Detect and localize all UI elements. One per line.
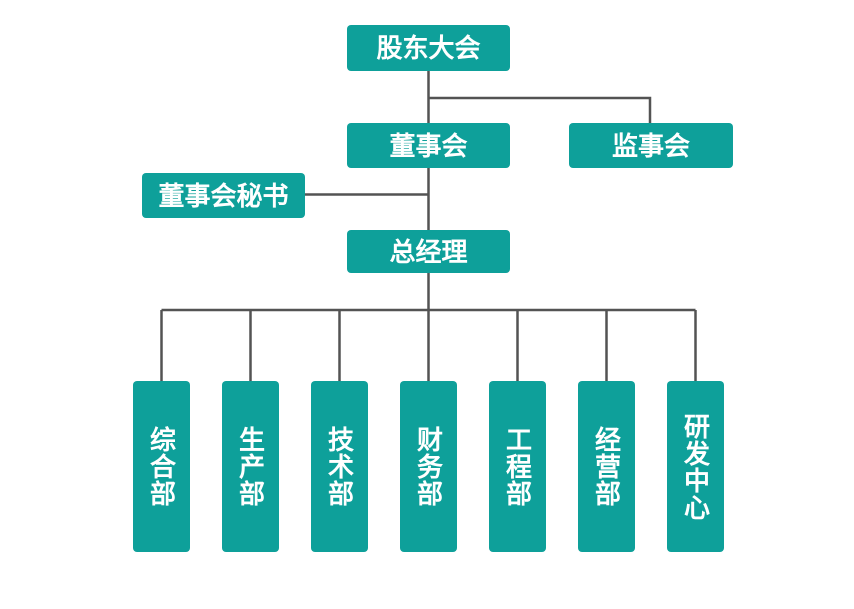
org-node-board-of-directors[interactable]: 董事会 — [347, 123, 510, 168]
org-node-label: 工程部 — [502, 426, 533, 507]
org-node-dept-engineering[interactable]: 工程部 — [489, 381, 546, 552]
org-node-dept-production[interactable]: 生产部 — [222, 381, 279, 552]
org-node-label: 总经理 — [389, 236, 468, 267]
org-node-supervisory-board[interactable]: 监事会 — [569, 123, 733, 168]
org-node-shareholders-meeting[interactable]: 股东大会 — [347, 25, 510, 71]
org-node-label: 生产部 — [235, 426, 266, 507]
org-node-label: 综合部 — [146, 426, 177, 507]
org-node-label: 财务部 — [413, 426, 444, 507]
org-node-label: 董事会秘书 — [158, 180, 289, 211]
org-node-label: 监事会 — [611, 130, 690, 161]
org-node-general-manager[interactable]: 总经理 — [347, 230, 510, 273]
org-node-dept-operations[interactable]: 经营部 — [578, 381, 635, 552]
org-node-label: 经营部 — [591, 426, 622, 507]
org-node-label: 股东大会 — [376, 33, 481, 63]
org-node-label: 研发中心 — [680, 412, 711, 521]
org-node-dept-finance[interactable]: 财务部 — [400, 381, 457, 552]
edge-shareholders-supervisory — [428, 96, 652, 124]
org-node-board-secretary[interactable]: 董事会秘书 — [142, 173, 305, 218]
org-node-label: 技术部 — [324, 426, 355, 507]
org-node-label: 董事会 — [389, 130, 468, 161]
org-node-rd-center[interactable]: 研发中心 — [667, 381, 724, 552]
org-node-dept-technology[interactable]: 技术部 — [311, 381, 368, 552]
org-node-dept-general[interactable]: 综合部 — [133, 381, 190, 552]
